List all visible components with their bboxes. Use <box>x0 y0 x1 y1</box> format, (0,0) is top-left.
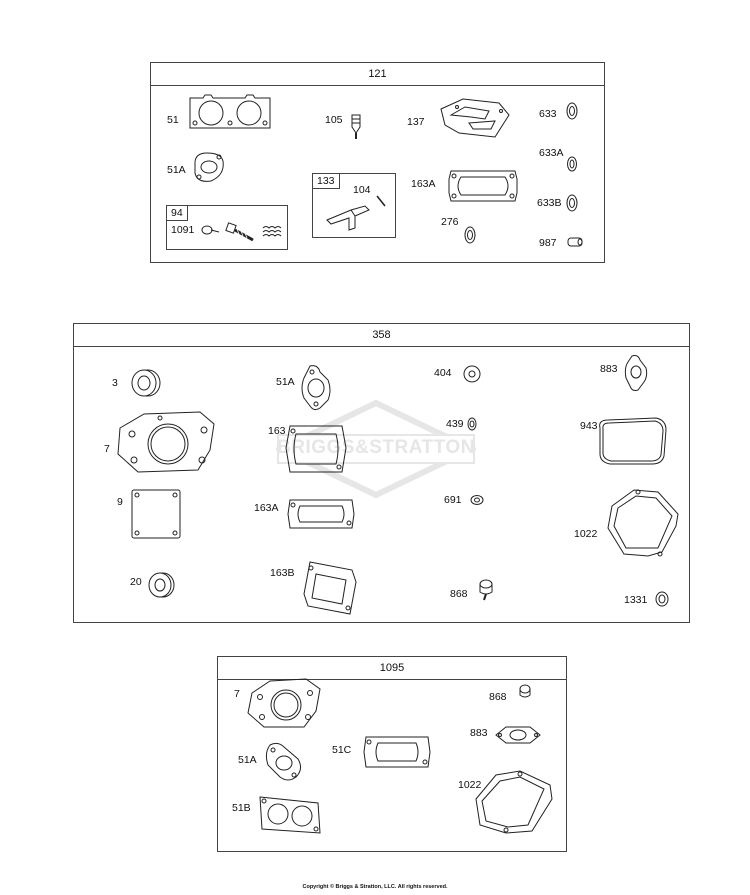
part-label-51b[interactable]: 51B <box>232 802 251 814</box>
gasket-163a-diagram[interactable] <box>286 498 356 530</box>
seal-20-diagram[interactable] <box>146 570 176 600</box>
gasket-51a-diagram[interactable] <box>264 741 304 783</box>
gasket-51a-diagram[interactable] <box>191 149 227 185</box>
part-label-439[interactable]: 439 <box>446 418 464 430</box>
part-label-163[interactable]: 163 <box>268 425 286 437</box>
part-label-404[interactable]: 404 <box>434 367 452 379</box>
part-label-163a[interactable]: 163A <box>411 178 436 190</box>
watermark-text: BRIGGS&STRATTON <box>277 437 475 458</box>
seal-633-diagram[interactable] <box>565 101 579 121</box>
copyright-notice: Copyright © Briggs & Stratton, LLC. All … <box>302 884 448 890</box>
bushing-987-diagram[interactable] <box>565 235 585 249</box>
seal-3-diagram[interactable] <box>128 368 162 398</box>
part-label-868[interactable]: 868 <box>450 588 468 600</box>
part-label-51c[interactable]: 51C <box>332 744 352 756</box>
valve-105-diagram[interactable] <box>348 113 364 141</box>
washer-691-diagram[interactable] <box>470 494 484 506</box>
kit-358-title: 358 <box>74 324 689 347</box>
kit-121-title: 121 <box>151 63 604 86</box>
seal-439-diagram[interactable] <box>466 416 478 432</box>
part-label-883[interactable]: 883 <box>600 363 618 375</box>
head-gasket-7-diagram[interactable] <box>246 677 324 729</box>
part-label-1022[interactable]: 1022 <box>458 779 482 791</box>
kit-358-panel: 358 BRIGGS&STRATTON 3 7 9 20 <box>73 323 690 623</box>
gasket-943-diagram[interactable] <box>596 416 668 466</box>
part-label-276[interactable]: 276 <box>441 216 459 228</box>
pin-104-diagram[interactable] <box>375 194 387 208</box>
subkit-133-tag: 133 <box>313 174 340 189</box>
seal-633a-diagram[interactable] <box>565 155 579 173</box>
part-label-9[interactable]: 9 <box>117 496 123 508</box>
gasket-9-diagram[interactable] <box>130 488 182 540</box>
subkit-133-box: 133 104 <box>312 173 396 238</box>
part-label-883[interactable]: 883 <box>470 727 488 739</box>
part-label-20[interactable]: 20 <box>130 576 142 588</box>
part-label-1022[interactable]: 1022 <box>574 528 598 540</box>
part-label-104[interactable]: 104 <box>353 184 371 196</box>
gasket-51b-diagram[interactable] <box>256 793 322 837</box>
part-label-943[interactable]: 943 <box>580 420 598 432</box>
seal-276-diagram[interactable] <box>463 225 477 245</box>
gasket-163a-diagram[interactable] <box>447 169 519 203</box>
seal-1331-diagram[interactable] <box>654 590 670 608</box>
gasket-1022-diagram[interactable] <box>604 488 682 558</box>
part-label-137[interactable]: 137 <box>407 116 425 128</box>
part-label-7[interactable]: 7 <box>234 688 240 700</box>
part-label-1331[interactable]: 1331 <box>624 594 648 606</box>
part-label-51a[interactable]: 51A <box>167 164 186 176</box>
part-label-633[interactable]: 633 <box>539 108 557 120</box>
part-label-633a[interactable]: 633A <box>539 147 564 159</box>
part-label-163b[interactable]: 163B <box>270 567 295 579</box>
part-label-105[interactable]: 105 <box>325 114 343 126</box>
subkit-94-box: 94 1091 <box>166 205 288 250</box>
part-label-1091[interactable]: 1091 <box>171 224 195 236</box>
fitting-868-diagram[interactable] <box>516 683 534 701</box>
kit-1095-title: 1095 <box>218 657 566 680</box>
part-label-3[interactable]: 3 <box>112 377 118 389</box>
gasket-137-diagram[interactable] <box>439 97 511 139</box>
part-label-51a[interactable]: 51A <box>276 376 295 388</box>
kit-121-panel: 121 51 51A 94 1091 105 <box>150 62 605 263</box>
gasket-883-diagram[interactable] <box>624 354 648 392</box>
gasket-883-diagram[interactable] <box>494 723 542 747</box>
part-label-51a[interactable]: 51A <box>238 754 257 766</box>
part-label-7[interactable]: 7 <box>104 443 110 455</box>
gasket-1022-diagram[interactable] <box>470 769 556 835</box>
kit-1095-panel: 1095 7 51A 51B 51C 868 8 <box>217 656 567 852</box>
part-label-163a[interactable]: 163A <box>254 502 279 514</box>
gasket-51c-diagram[interactable] <box>362 735 432 769</box>
washer-404-diagram[interactable] <box>462 364 482 384</box>
part-label-868[interactable]: 868 <box>489 691 507 703</box>
subkit-94-tag: 94 <box>167 206 188 221</box>
lever-133-diagram[interactable] <box>325 202 373 232</box>
part-label-691[interactable]: 691 <box>444 494 462 506</box>
gasket-163-diagram[interactable] <box>285 424 348 474</box>
screw-set-1091-diagram[interactable] <box>199 220 285 244</box>
seal-633b-diagram[interactable] <box>565 193 579 213</box>
gasket-163b-diagram[interactable] <box>302 560 358 616</box>
gasket-51-diagram[interactable] <box>187 93 273 133</box>
part-label-987[interactable]: 987 <box>539 237 557 249</box>
fitting-868-diagram[interactable] <box>476 578 496 602</box>
gasket-51a-diagram[interactable] <box>300 364 332 412</box>
part-label-633b[interactable]: 633B <box>537 197 562 209</box>
part-label-51[interactable]: 51 <box>167 114 179 126</box>
head-gasket-7-diagram[interactable] <box>114 410 220 474</box>
